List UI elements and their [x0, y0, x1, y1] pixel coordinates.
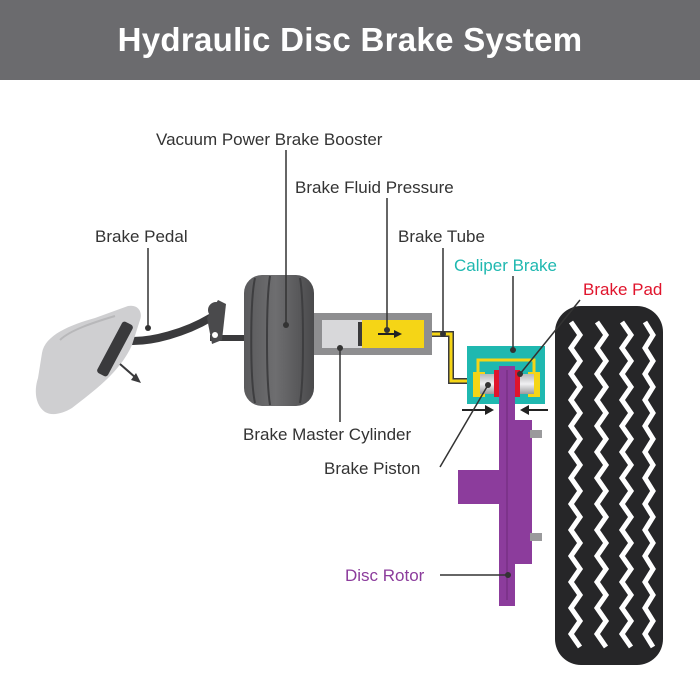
label-tube: Brake Tube — [398, 227, 485, 246]
fluid-pressure-arrow-icon — [378, 330, 402, 338]
tire-icon — [555, 306, 663, 665]
page-title: Hydraulic Disc Brake System — [117, 21, 583, 58]
brake-pedal — [97, 321, 133, 377]
master-cylinder — [314, 313, 432, 355]
label-caliper: Caliper Brake — [454, 256, 557, 275]
leader-lines — [147, 150, 581, 576]
leader-dots — [145, 322, 523, 578]
label-pedal: Brake Pedal — [95, 227, 188, 246]
title-bar: Hydraulic Disc Brake System — [0, 0, 700, 80]
label-rotor: Disc Rotor — [345, 566, 425, 585]
brake-pads — [494, 370, 520, 397]
clamp-arrows-icon — [462, 405, 548, 415]
label-pad: Brake Pad — [583, 280, 662, 299]
pedal-linkage — [116, 300, 250, 345]
vacuum-booster — [244, 275, 314, 406]
label-fluid-pressure: Brake Fluid Pressure — [295, 178, 454, 197]
label-booster: Vacuum Power Brake Booster — [156, 130, 383, 149]
disc-rotor — [499, 366, 515, 606]
brake-tube — [432, 331, 472, 384]
pedal-arrow-icon — [119, 363, 141, 383]
label-piston: Brake Piston — [324, 459, 420, 478]
foot-icon — [35, 305, 141, 415]
label-master-cylinder: Brake Master Cylinder — [243, 425, 412, 444]
